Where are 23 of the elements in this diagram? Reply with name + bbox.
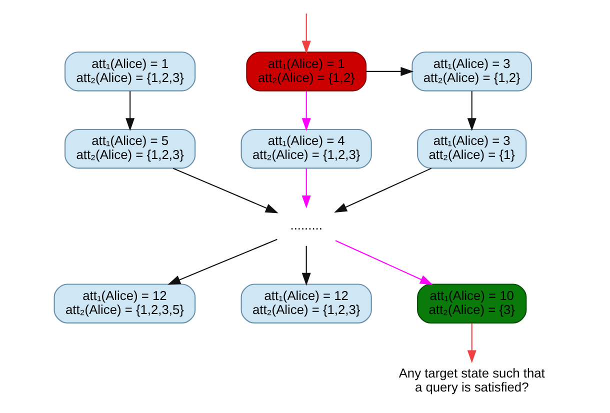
node-text: .........	[290, 218, 322, 233]
arrow	[302, 246, 311, 286]
node-box: att₁(Alice) = 3 att₂(Alice) = {1,2}	[412, 52, 532, 92]
arrow	[467, 91, 476, 132]
node-box: att₁(Alice) = 1 att₂(Alice) = {1,2,3}	[64, 52, 196, 92]
node-box: att₁(Alice) = 3 att₂(Alice) = {1}	[417, 128, 527, 169]
node-box: att₁(Alice) = 10 att₂(Alice) = {3}	[417, 284, 527, 324]
arrow	[334, 168, 432, 213]
arrow	[168, 238, 278, 285]
arrow	[366, 66, 414, 76]
node-box: att₁(Alice) = 12 att₂(Alice) = {1,2,3}	[240, 284, 372, 324]
arrow	[172, 168, 278, 214]
arrow	[302, 168, 311, 208]
arrow	[126, 91, 135, 132]
arrow	[302, 14, 311, 54]
node-text: Any target state such that a query is satisfied?	[398, 365, 545, 394]
node-box: att₁(Alice) = 4 att₂(Alice) = {1,2,3}	[240, 128, 372, 169]
node-box: att₁(Alice) = 12 att₂(Alice) = {1,2,3,5}	[54, 284, 196, 324]
node-box: att₁(Alice) = 1 att₂(Alice) = {1,2}	[246, 52, 367, 92]
arrow	[335, 240, 433, 285]
arrow	[302, 91, 311, 132]
arrow	[467, 323, 476, 364]
node-box: att₁(Alice) = 5 att₂(Alice) = {1,2,3}	[64, 128, 196, 169]
